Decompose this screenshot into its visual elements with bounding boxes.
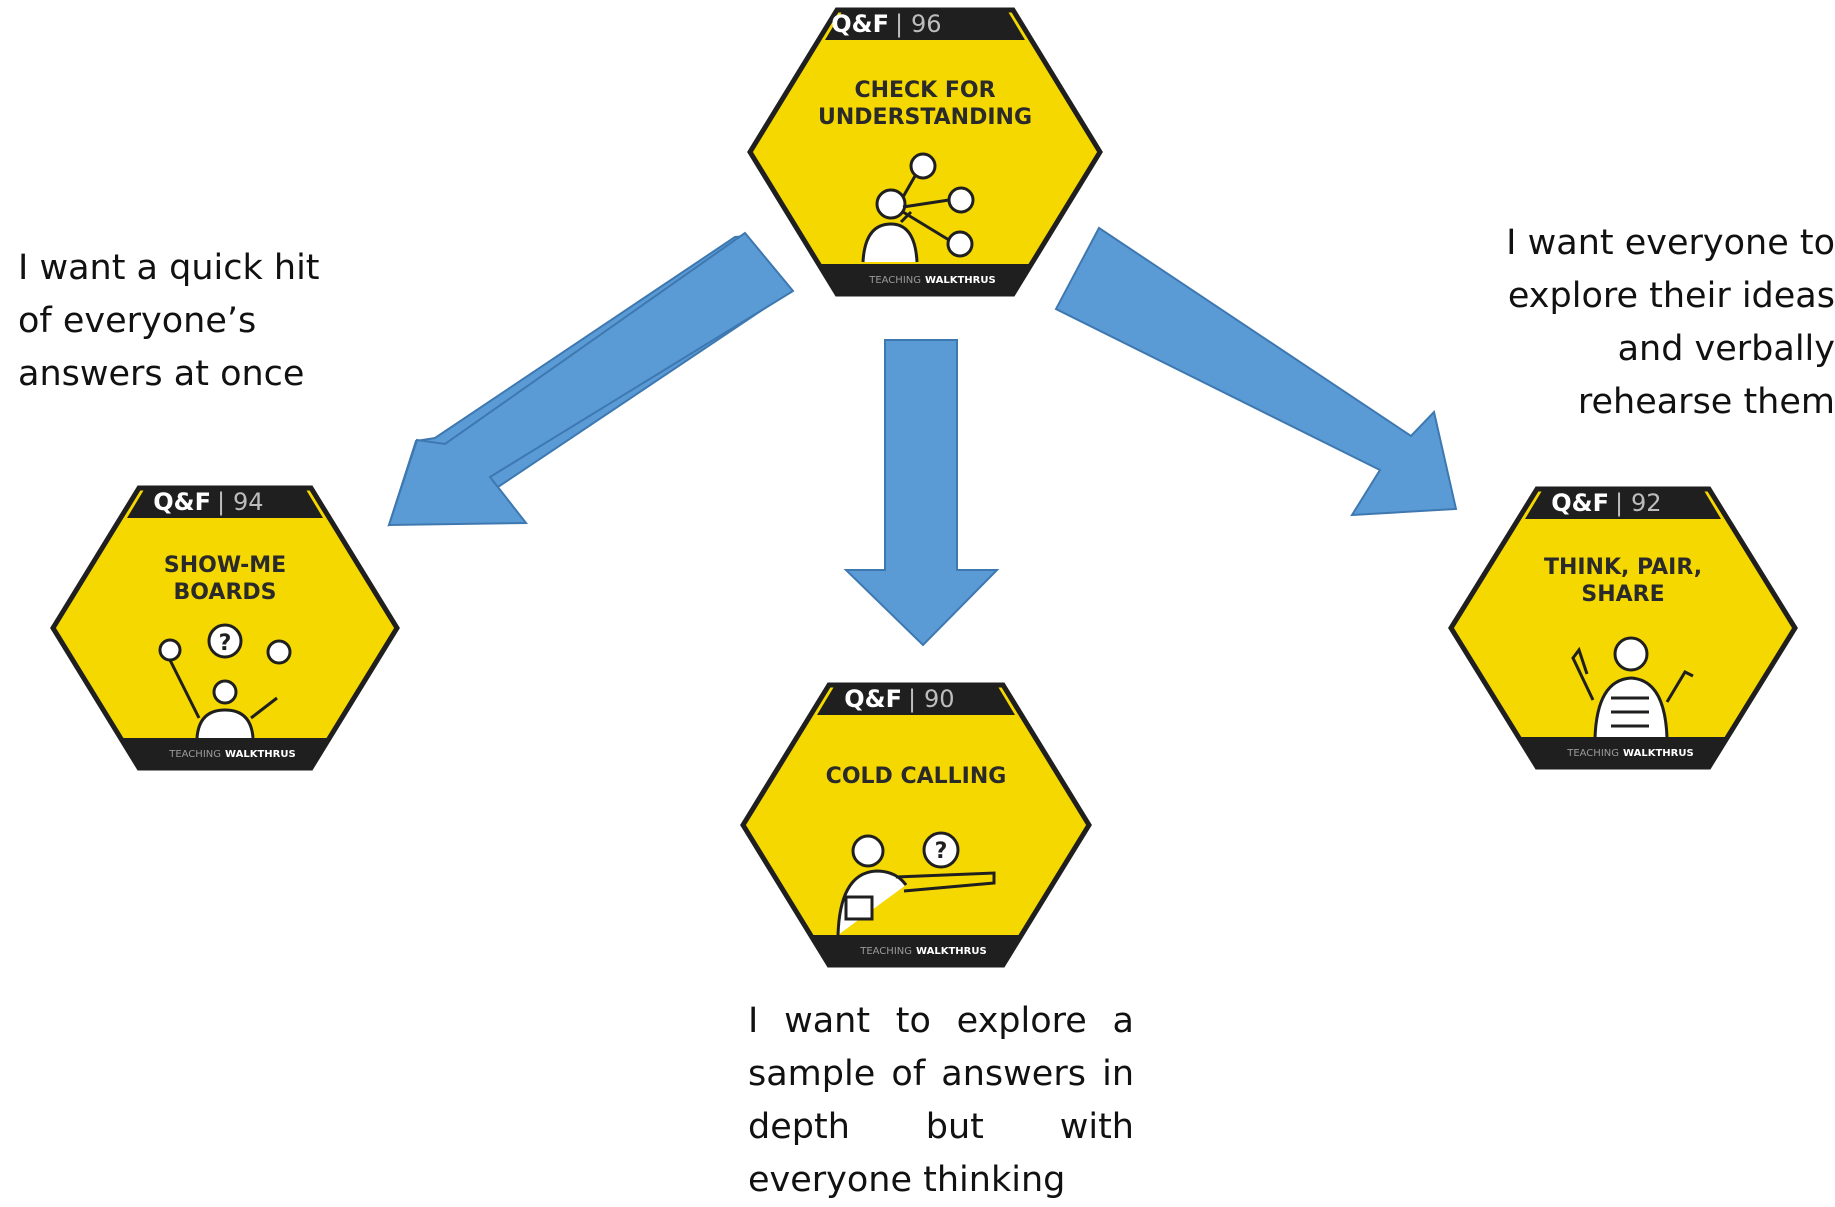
label-line: everyone thinking xyxy=(748,1160,1066,1200)
arrow-to-cold-calling xyxy=(843,339,1000,647)
person-with-ideas-icon: ? xyxy=(158,623,292,739)
label-line: sample of answers in xyxy=(748,1054,1134,1094)
card-title-line-2: BOARDS xyxy=(174,580,277,605)
card-footer-bold: WALKTHRUS xyxy=(925,275,996,286)
card-code: Q&F xyxy=(831,10,889,38)
card-footer-bold: WALKTHRUS xyxy=(225,749,296,760)
card-think-pair-share: Q&F | 92 THINK, PAIR, SHARE TEACHING WAL… xyxy=(1448,486,1798,770)
svg-text:|: | xyxy=(217,488,225,516)
label-line: I want everyone to xyxy=(1506,223,1835,263)
card-title-line-1: SHOW-ME xyxy=(164,553,286,578)
svg-text:|: | xyxy=(908,685,916,713)
card-footer-light: TEACHING xyxy=(859,946,912,957)
card-number: 90 xyxy=(924,685,955,713)
arrow-to-show-me-boards-shape xyxy=(387,231,795,527)
label-line: explore their ideas xyxy=(1507,276,1835,316)
card-footer-light: TEACHING xyxy=(1566,748,1619,759)
card-title-line-1: COLD CALLING xyxy=(826,764,1007,789)
explore-ideas-label: I want everyone to explore their ideas a… xyxy=(1506,217,1835,429)
card-number: 92 xyxy=(1631,489,1662,517)
label-line: answers at once xyxy=(18,354,305,394)
svg-text:|: | xyxy=(895,10,903,38)
card-code: Q&F xyxy=(844,685,902,713)
quick-hit-label: I want a quick hit of everyone’s answers… xyxy=(18,242,320,401)
card-code: Q&F xyxy=(1551,489,1609,517)
card-code: Q&F xyxy=(153,488,211,516)
card-title-line-1: CHECK FOR xyxy=(854,78,995,103)
card-title-line-2: UNDERSTANDING xyxy=(818,105,1032,130)
card-number: 96 xyxy=(911,10,942,38)
svg-text:?: ? xyxy=(219,631,232,656)
label-line: rehearse them xyxy=(1577,382,1835,422)
label-line: and verbally xyxy=(1617,329,1835,369)
card-check-for-understanding: Q&F | 96 CHECK FOR UNDERSTANDING TEACHIN… xyxy=(747,7,1103,297)
label-line: I want a quick hit xyxy=(18,248,320,288)
card-footer-light: TEACHING xyxy=(168,749,221,760)
raised-hands-icon xyxy=(1571,636,1694,739)
card-footer-bold: WALKTHRUS xyxy=(916,946,987,957)
svg-text:?: ? xyxy=(935,839,948,864)
sample-answers-label: I want to explore a sample of answers in… xyxy=(748,995,1134,1207)
label-line: of everyone’s xyxy=(18,301,257,341)
label-line: depth but with xyxy=(748,1107,1134,1147)
card-number: 94 xyxy=(233,488,264,516)
arrow-to-think-pair-share xyxy=(1054,226,1458,517)
card-footer-light: TEACHING xyxy=(868,275,921,286)
card-show-me-boards: Q&F | 94 SHOW-ME BOARDS ? TEACHING WALKT… xyxy=(50,485,400,771)
card-cold-calling: Q&F | 90 COLD CALLING ? TEACHING WALKTHR… xyxy=(740,682,1092,968)
card-title-line-1: THINK, PAIR, xyxy=(1544,555,1702,580)
card-footer-bold: WALKTHRUS xyxy=(1623,748,1694,759)
label-line: I want to explore a xyxy=(748,1001,1134,1041)
svg-text:|: | xyxy=(1615,489,1623,517)
thinker-with-gears-icon xyxy=(861,152,975,263)
card-title-line-2: SHARE xyxy=(1581,582,1664,607)
teacher-pointing-icon: ? xyxy=(836,831,996,936)
